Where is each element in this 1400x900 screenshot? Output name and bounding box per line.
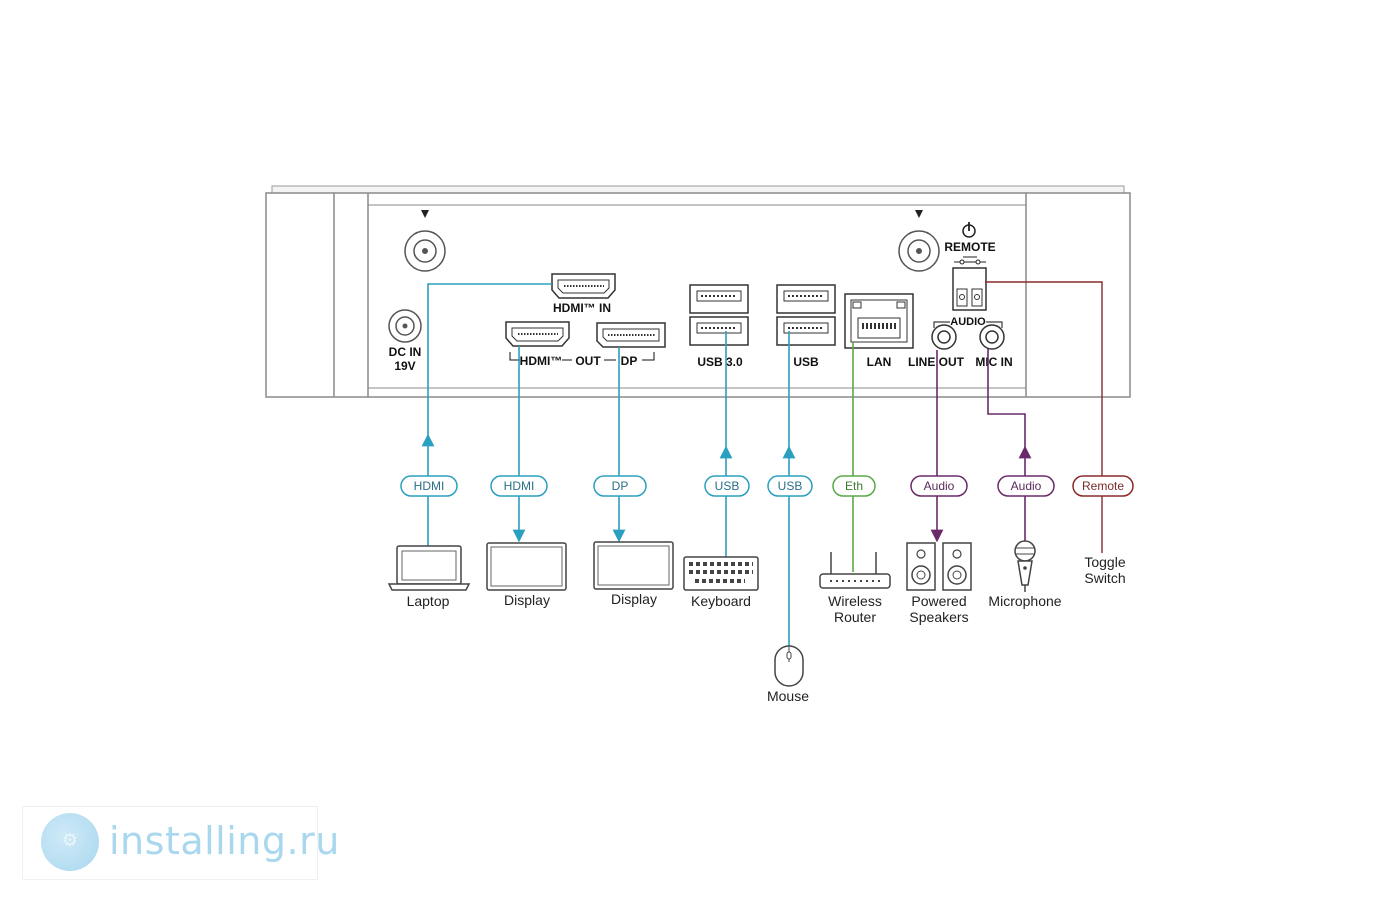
keyboard-icon (683, 556, 759, 591)
mouse-label: Mouse (767, 688, 809, 704)
cable-label-usb-keyboard: USB (704, 475, 750, 497)
cable-label-remote-text: Remote (1082, 479, 1124, 493)
dc-in-voltage-label: 19V (394, 359, 415, 373)
usb-ports: USB (776, 284, 836, 369)
cable-label-audio-in: Audio (997, 475, 1055, 497)
laptop-label: Laptop (407, 593, 450, 609)
watermark-logo-icon: ⚙ (41, 813, 99, 871)
keyboard-label: Keyboard (691, 593, 751, 609)
usb30-label: USB 3.0 (697, 355, 743, 369)
cable-remote (985, 281, 1103, 553)
lan-label: LAN (867, 355, 892, 369)
hdmi-in-label: HDMI™ IN (553, 301, 611, 315)
laptop-icon (387, 545, 471, 591)
cable-audio-in (987, 349, 1032, 542)
remote-port: REMOTE (944, 222, 996, 311)
speakers-label-line2: Speakers (909, 609, 968, 625)
usb-label: USB (793, 355, 819, 369)
cable-label-dp-text: DP (612, 479, 629, 493)
display-label-2: Display (611, 591, 657, 607)
router-label-line1: Wireless (828, 593, 882, 609)
mic-in-label: MIC IN (975, 355, 1012, 369)
displayport-port (596, 322, 666, 348)
audio-label: AUDIO (950, 316, 986, 328)
cable-label-audio-in-text: Audio (1011, 479, 1042, 493)
toggle-switch-label-line2: Switch (1084, 570, 1125, 586)
speakers-icon (906, 542, 972, 591)
display-icon (486, 542, 567, 591)
cable-label-audio-out: Audio (910, 475, 968, 497)
router-label-line2: Router (834, 609, 876, 625)
microphone-icon (1014, 540, 1036, 592)
output-group-bracket: HDMI™ OUT DP (509, 352, 655, 368)
cable-label-remote: Remote (1072, 475, 1134, 497)
cable-label-hdmi-in-text: HDMI (414, 479, 445, 493)
microphone-label: Microphone (988, 593, 1061, 609)
cable-label-dp: DP (593, 475, 647, 497)
out-label: OUT (575, 354, 601, 368)
cable-label-audio-out-text: Audio (924, 479, 955, 493)
cable-label-usb-keyboard-text: USB (715, 479, 740, 493)
lan-port: LAN (844, 293, 914, 369)
hdmi-out-port (505, 321, 570, 347)
watermark-badge: ⚙ installing.ru (22, 806, 339, 880)
hdmi-out-label: HDMI™ (520, 354, 563, 368)
antenna-connector-right (898, 210, 940, 272)
mouse-icon (774, 645, 804, 687)
cable-label-hdmi-out-text: HDMI (504, 479, 535, 493)
cable-label-hdmi-out: HDMI (490, 475, 548, 497)
antenna-connector-left (404, 210, 446, 272)
dc-in-port: DC IN 19V (388, 309, 422, 373)
display-icon (593, 541, 674, 590)
cable-label-eth-text: Eth (845, 479, 863, 493)
display-label: Display (504, 592, 550, 608)
cable-label-hdmi-in: HDMI (400, 475, 458, 497)
cable-label-eth: Eth (832, 475, 876, 497)
toggle-switch-label-line1: Toggle (1084, 554, 1125, 570)
dc-in-label: DC IN (389, 345, 422, 359)
cable-label-usb-mouse: USB (767, 475, 813, 497)
router-icon (819, 552, 891, 589)
remote-label: REMOTE (944, 240, 995, 254)
cable-label-usb-mouse-text: USB (778, 479, 803, 493)
speakers-label-line1: Powered (911, 593, 966, 609)
hdmi-in-port: HDMI™ IN (551, 273, 616, 315)
dp-label: DP (621, 354, 638, 368)
watermark-text: installing.ru (109, 819, 340, 863)
usb30-ports: USB 3.0 (689, 284, 749, 369)
